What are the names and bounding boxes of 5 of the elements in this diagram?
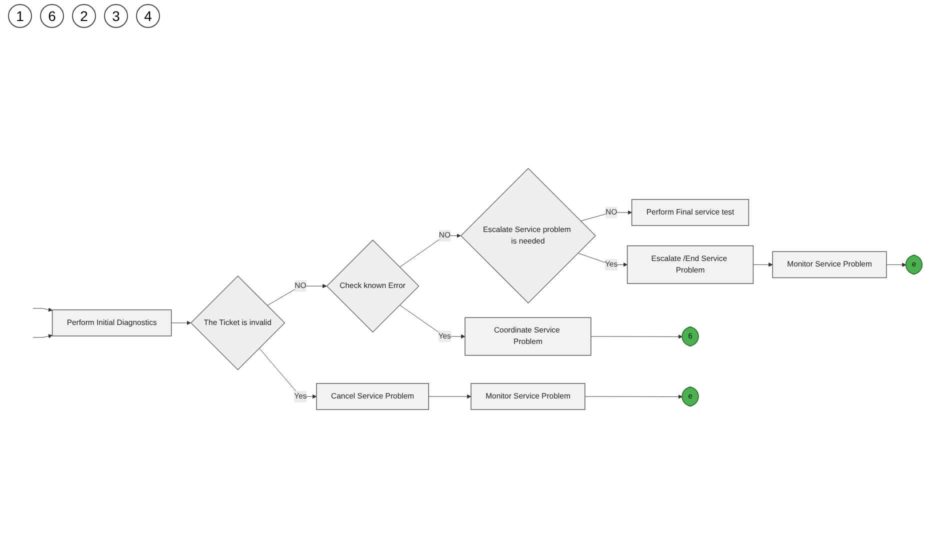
callout-number: 1 — [8, 4, 32, 28]
callout-number: 4 — [136, 4, 160, 28]
callout-number: 6 — [40, 4, 64, 28]
callout-number: 2 — [72, 4, 96, 28]
callout-number: 3 — [104, 4, 128, 28]
